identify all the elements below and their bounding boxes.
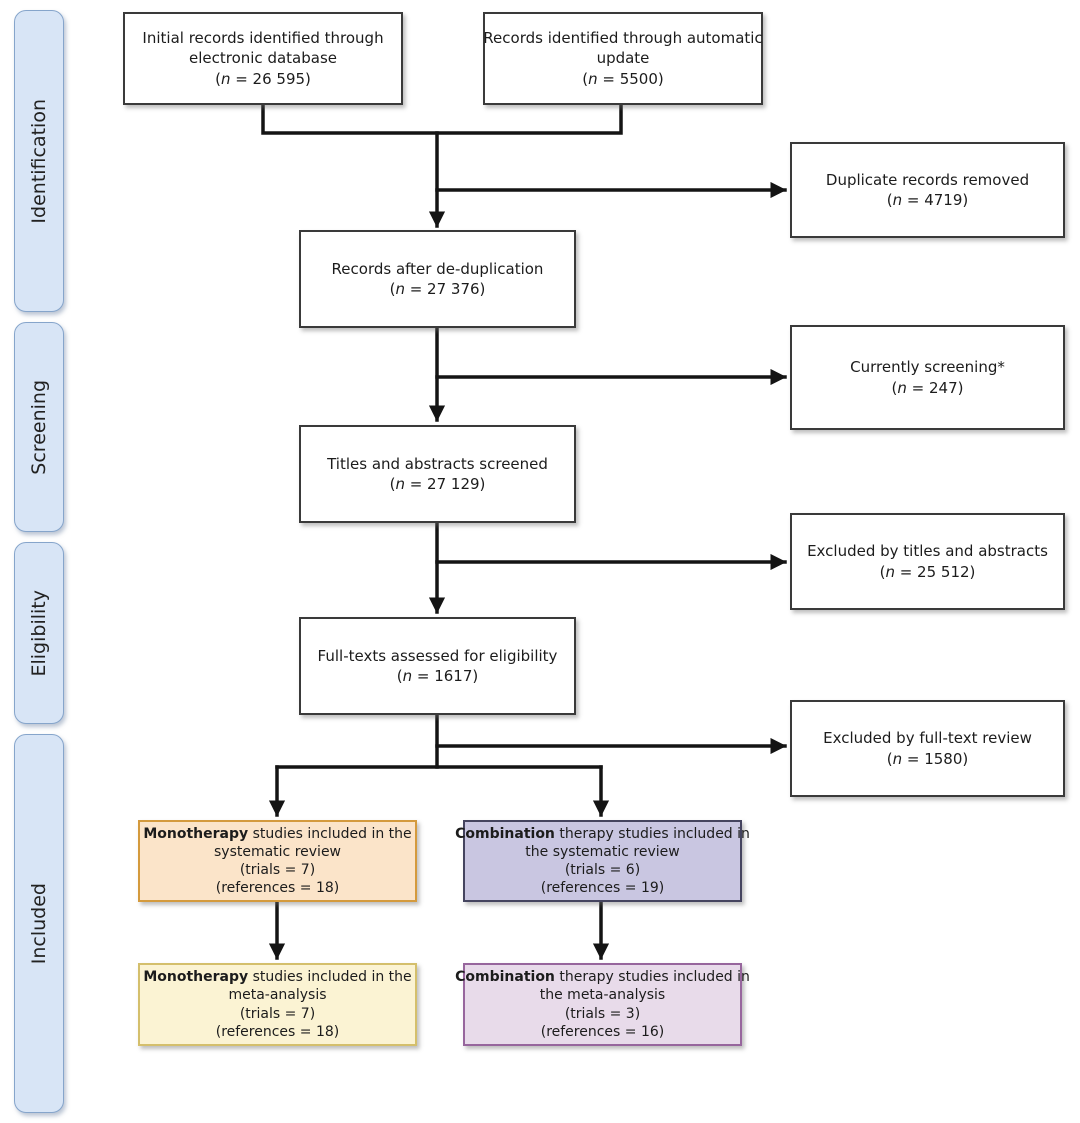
box-trials-line: (trials = 7): [239, 862, 316, 878]
box-trials-line: (trials = 6): [564, 862, 641, 878]
box-excluded-titles-abstracts: Excluded by titles and abstracts (n = 25…: [790, 513, 1065, 610]
box-title-line: Records after de-duplication: [331, 259, 544, 278]
box-title-line: Full-texts assessed for eligibility: [317, 646, 558, 665]
box-records-after-dedup: Records after de-duplication (n = 27 376…: [299, 230, 576, 328]
box-title-line: systematic review: [213, 843, 342, 860]
box-automatic-update: Records identified through automatic upd…: [483, 12, 763, 105]
box-title-line: the systematic review: [525, 843, 680, 860]
box-title-line: Records identified through automatic: [483, 29, 763, 48]
box-combination-systematic-review: Combination therapy studies included in …: [455, 820, 750, 902]
box-stat-line: (n = 247): [891, 378, 964, 397]
stage-eligibility-label: Eligibility: [28, 589, 50, 677]
box-excluded-fulltext: Excluded by full-text review (n = 1580): [790, 700, 1065, 797]
box-duplicates-removed: Duplicate records removed (n = 4719): [790, 142, 1065, 238]
stage-identification: Identification: [14, 10, 64, 312]
stage-identification-label: Identification: [28, 98, 50, 224]
box-references-line: (references = 18): [215, 880, 340, 897]
stage-eligibility: Eligibility: [14, 542, 64, 724]
box-references-line: (references = 16): [540, 1023, 665, 1040]
stage-screening: Screening: [14, 322, 64, 532]
box-references-line: (references = 19): [540, 880, 665, 897]
stage-included: Included: [14, 734, 64, 1113]
box-trials-line: (trials = 7): [239, 1005, 316, 1022]
box-currently-screening: Currently screening* (n = 247): [790, 325, 1065, 430]
box-titles-abstracts-screened: Titles and abstracts screened (n = 27 12…: [299, 425, 576, 523]
box-monotherapy-meta-analysis: Monotherapy studies included in the meta…: [138, 963, 417, 1046]
connector-top-join-bracket: [261, 104, 623, 135]
box-title-line: Titles and abstracts screened: [327, 454, 548, 473]
box-title-line: Combination therapy studies included in: [455, 969, 750, 986]
box-stat-line: (n = 25 512): [879, 562, 976, 581]
box-title-line: Excluded by titles and abstracts: [807, 542, 1048, 561]
box-initial-records: Initial records identified through elect…: [123, 12, 403, 105]
stage-included-label: Included: [28, 882, 50, 965]
box-title-line: Combination therapy studies included in: [455, 825, 750, 842]
box-title-line: Monotherapy studies included in the: [143, 825, 412, 842]
box-title-line: electronic database: [188, 49, 337, 68]
box-stat-line: (n = 27 376): [389, 280, 486, 298]
box-stat-line: (n = 4719): [886, 191, 969, 209]
box-stat-line: (n = 26 595): [215, 69, 311, 88]
box-title-line: update: [596, 49, 650, 68]
stage-screening-label: Screening: [28, 379, 50, 475]
box-fulltext-assessed: Full-texts assessed for eligibility (n =…: [299, 617, 576, 715]
box-title-line: Initial records identified through: [142, 29, 384, 48]
box-stat-line: (n = 1617): [396, 667, 479, 685]
box-title-line: the meta-analysis: [539, 987, 666, 1004]
box-title-line: meta-analysis: [228, 987, 327, 1004]
box-title-line: Monotherapy studies included in the: [143, 969, 412, 986]
box-monotherapy-systematic-review: Monotherapy studies included in the syst…: [138, 820, 417, 902]
box-stat-line: (n = 27 129): [389, 475, 486, 493]
box-references-line: (references = 18): [215, 1023, 340, 1040]
box-title-line: Currently screening*: [850, 358, 1005, 377]
box-stat-line: (n = 5500): [582, 69, 664, 88]
box-stat-line: (n = 1580): [886, 749, 969, 768]
box-combination-meta-analysis: Combination therapy studies included in …: [455, 963, 750, 1046]
box-title-line: Duplicate records removed: [825, 170, 1030, 189]
box-title-line: Excluded by full-text review: [823, 729, 1032, 748]
box-trials-line: (trials = 3): [564, 1005, 641, 1022]
